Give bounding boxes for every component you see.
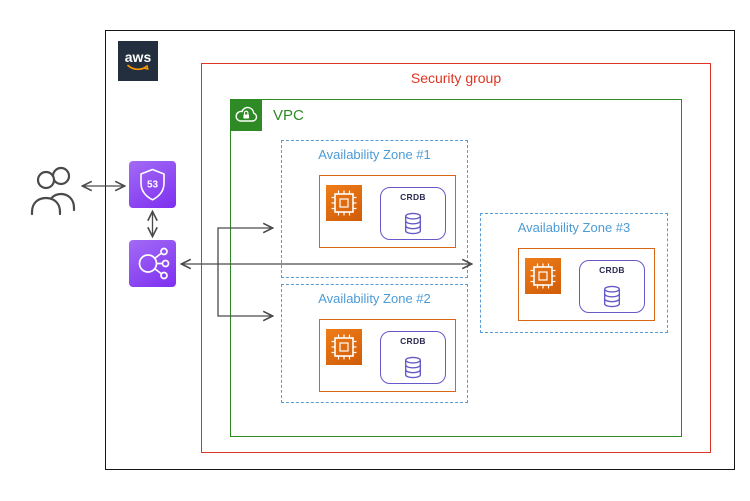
vpc-label: VPC <box>273 107 304 124</box>
availability-zone-3-label: Availability Zone #3 <box>517 220 631 235</box>
route53-badge-text: 53 <box>147 180 159 191</box>
security-group-label: Security group <box>410 70 502 86</box>
crdb-label: CRDB <box>400 192 426 202</box>
users-icon <box>30 166 76 216</box>
database-cylinder-icon <box>404 212 422 235</box>
aws-logo-text: aws <box>124 48 152 65</box>
database-cylinder-icon <box>603 285 621 308</box>
ec2-chip-icon <box>326 185 362 221</box>
crdb-node: CRDB <box>579 260 645 313</box>
aws-logo: aws <box>118 41 158 81</box>
ec2-instance-group-1: CRDB <box>319 175 456 248</box>
availability-zone-1-label: Availability Zone #1 <box>318 147 431 162</box>
crdb-label: CRDB <box>400 336 426 346</box>
ec2-instance-group-2: CRDB <box>319 319 456 392</box>
database-cylinder-icon <box>404 356 422 379</box>
vpc-boundary: VPC Availability Zone #1 <box>230 99 682 437</box>
security-group-boundary: Security group VPC Availability Zone #1 <box>201 63 711 453</box>
ec2-instance-group-3: CRDB <box>518 248 655 321</box>
crdb-node: CRDB <box>380 187 446 240</box>
ec2-chip-icon <box>525 258 561 294</box>
load-balancer-glyph-icon <box>138 247 170 280</box>
crdb-label: CRDB <box>599 265 625 275</box>
aws-smile-icon <box>127 64 149 70</box>
availability-zone-3: Availability Zone #3 <box>480 213 668 333</box>
route53-icon: 53 <box>129 161 176 208</box>
route53-shield-icon: 53 <box>140 168 165 201</box>
ec2-chip-icon <box>326 329 362 365</box>
aws-cloud-boundary: aws Security group VPC <box>105 30 735 470</box>
crdb-node: CRDB <box>380 331 446 384</box>
availability-zone-1: Availability Zone #1 <box>281 140 468 278</box>
availability-zone-2-label: Availability Zone #2 <box>318 291 431 306</box>
load-balancer-icon <box>129 240 176 287</box>
availability-zone-2: Availability Zone #2 <box>281 284 468 403</box>
vpc-cloud-lock-icon <box>230 99 262 131</box>
